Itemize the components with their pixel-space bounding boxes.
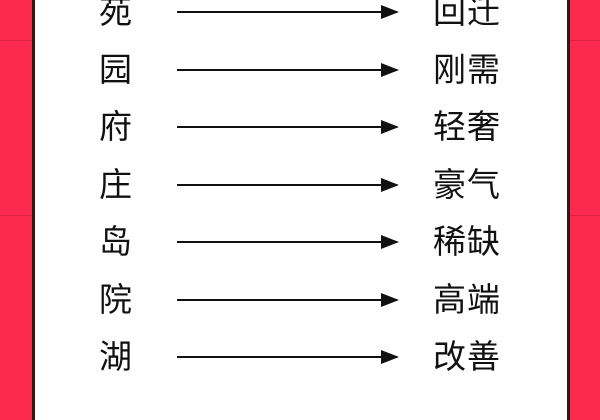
meaning-label: 轻奢 [433,107,501,146]
arrow-right-icon [177,5,399,19]
arrow-right-icon [177,177,399,192]
arrow-right-icon [177,62,399,77]
suffix-character: 苑 [99,0,132,31]
mapping-row: 湖 改善 [35,332,567,382]
word-mapping-panel: 苑 回迁园 刚需府 轻奢庄 豪气岛 稀缺院 高端湖 改善 [32,0,570,420]
meaning-label: 刚需 [433,49,501,89]
mapping-row: 苑 回迁 [35,0,567,37]
meaning-label: 豪气 [433,164,501,204]
meaning-label: 改善 [433,337,501,376]
suffix-character: 湖 [99,337,132,376]
suffix-character: 园 [99,49,132,89]
mapping-row: 院 高端 [35,275,567,325]
meaning-label: 高端 [433,279,501,319]
suffix-character: 岛 [99,222,132,261]
mapping-row: 庄 豪气 [35,160,567,210]
arrow-right-icon [177,292,399,307]
mapping-row: 园 刚需 [35,45,567,95]
mapping-row: 岛 稀缺 [35,217,567,267]
arrow-right-icon [177,120,399,134]
suffix-character: 庄 [99,164,132,204]
suffix-character: 院 [99,279,132,319]
meaning-label: 回迁 [433,0,501,31]
arrow-right-icon [177,235,399,249]
suffix-character: 府 [99,107,132,146]
meaning-label: 稀缺 [433,222,501,261]
arrow-right-icon [177,350,399,364]
mapping-row: 府 轻奢 [35,102,567,152]
